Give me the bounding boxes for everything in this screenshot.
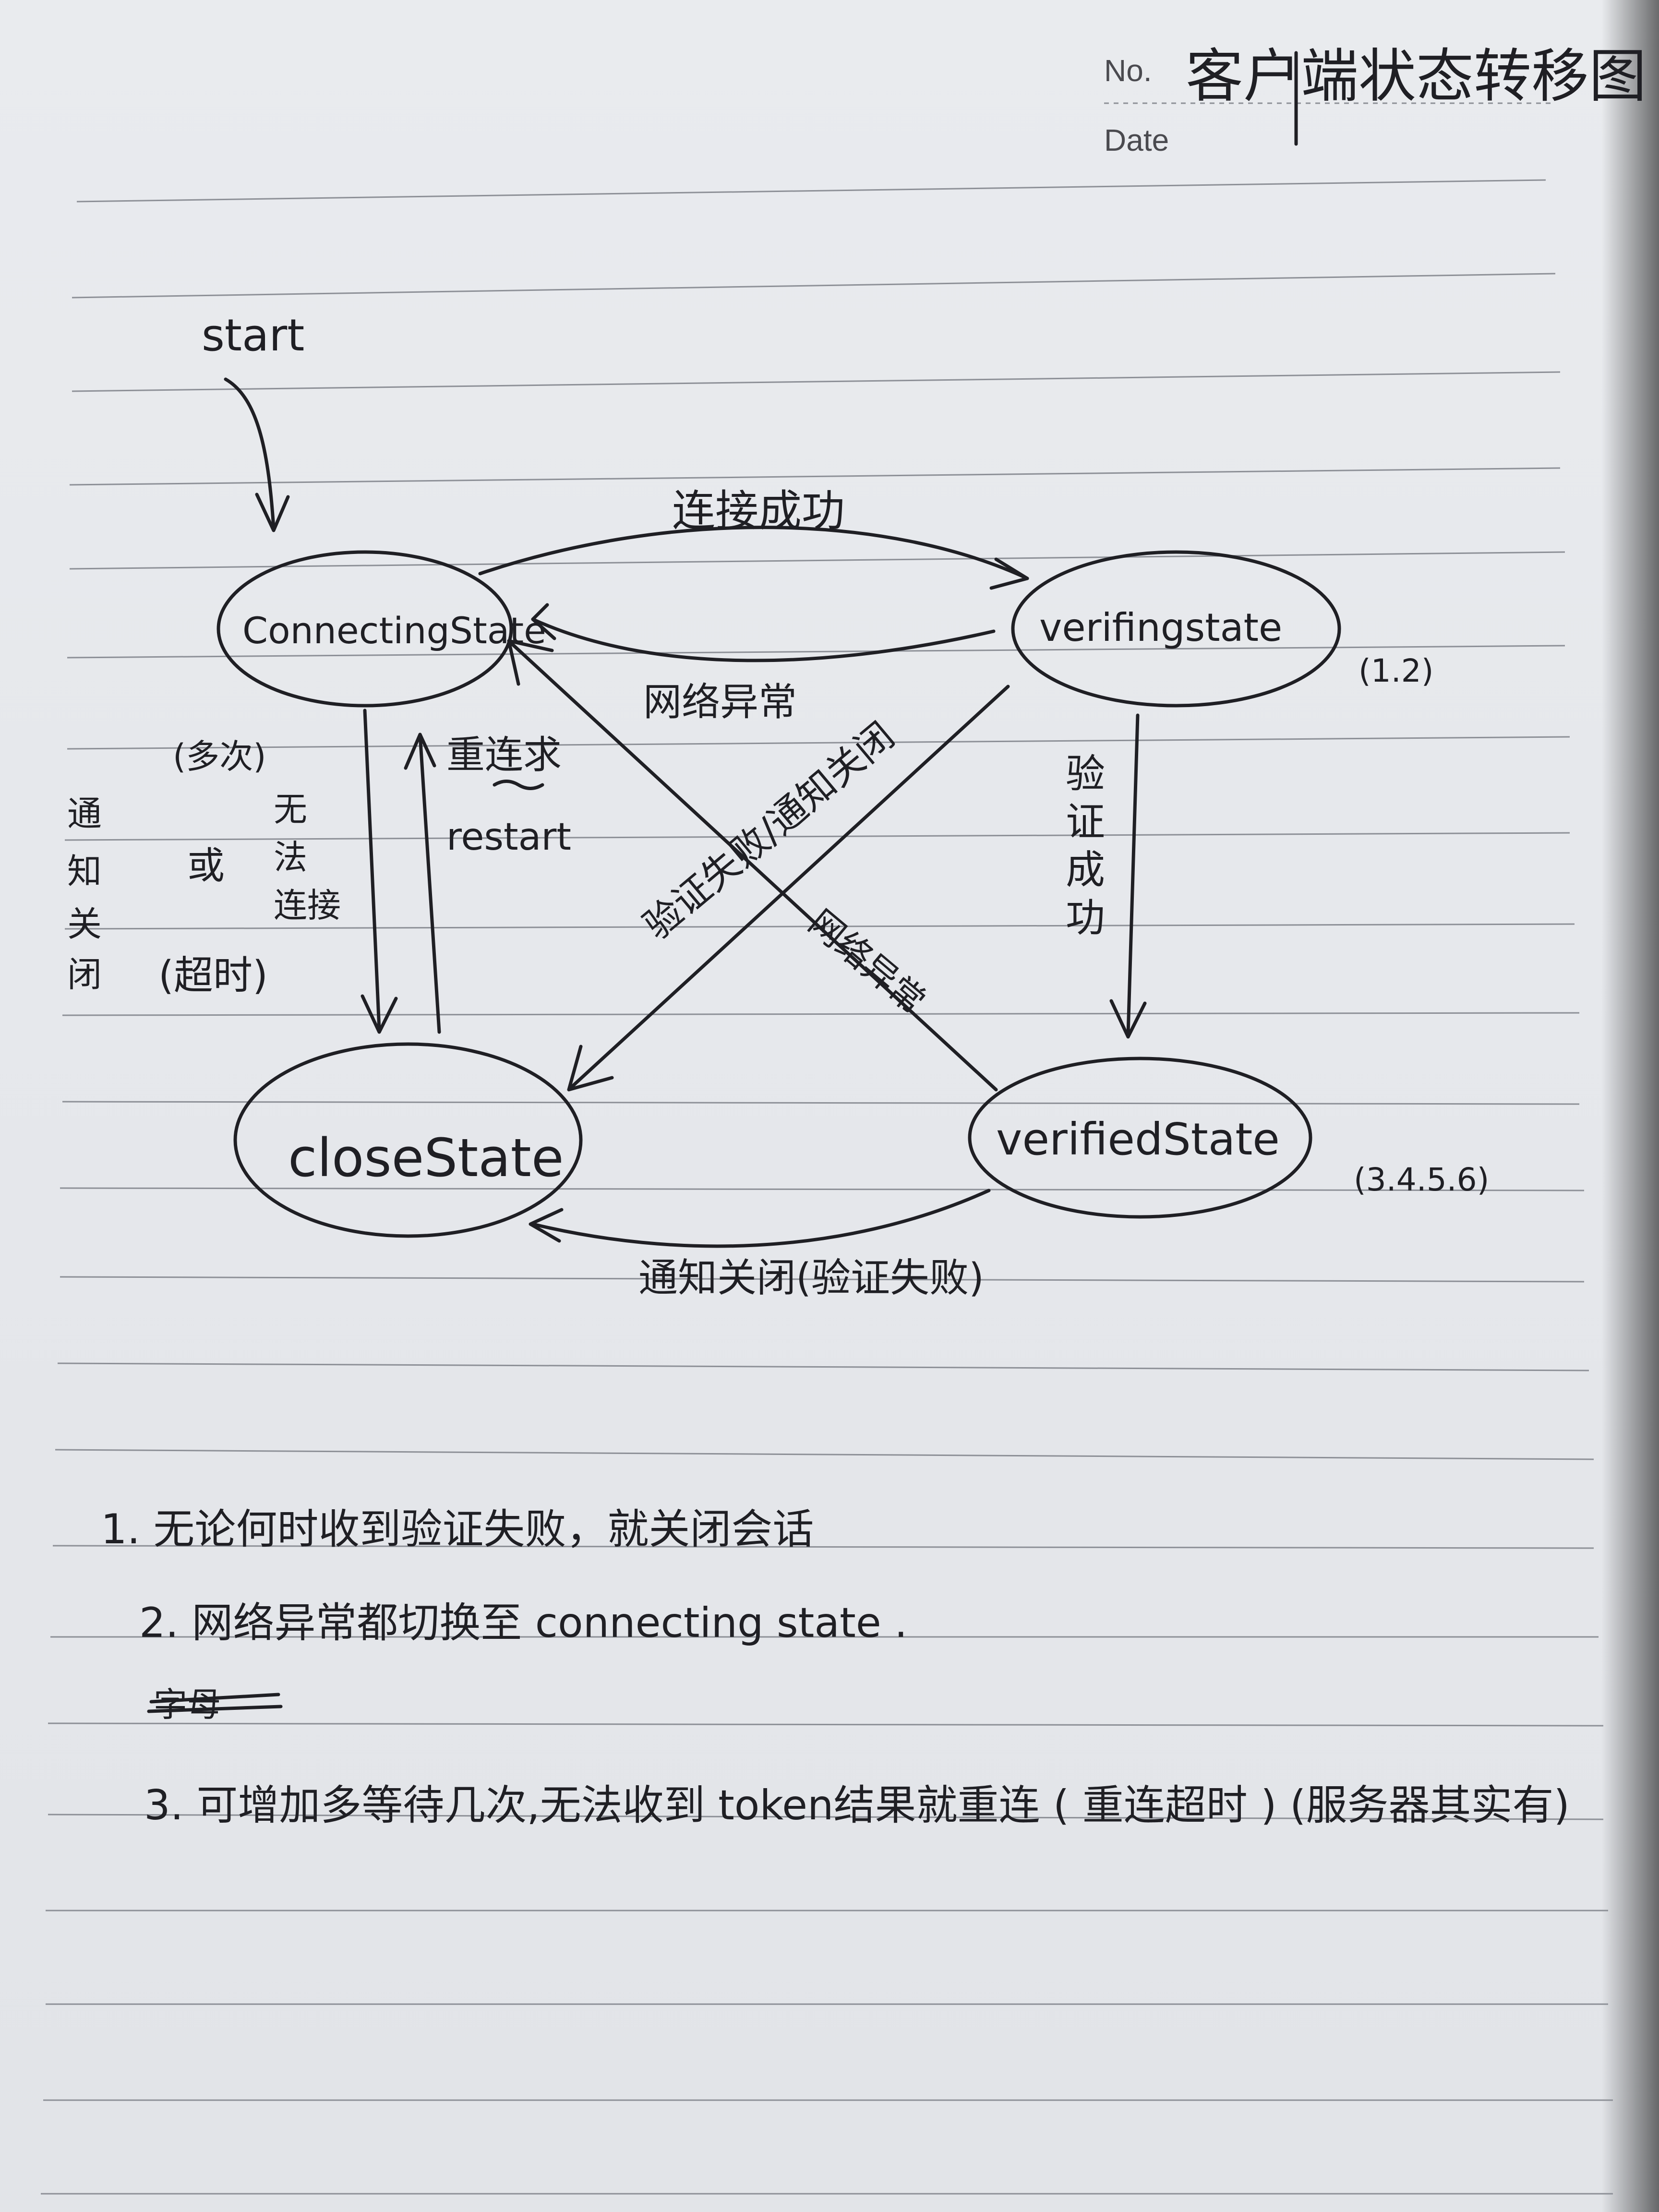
ruled-line	[69, 467, 1561, 486]
cannot-connect-label: 无 法 连接	[274, 790, 341, 925]
connecting-to-close-arrowhead	[361, 994, 398, 1034]
network-error-top-arrowhead	[531, 603, 556, 640]
verified-state-ellipse	[968, 1057, 1312, 1219]
ruled-line	[57, 1362, 1589, 1371]
network-error-top-label: 网络异常	[643, 680, 797, 724]
timeout-label: (超时)	[158, 953, 268, 998]
verify-success-label: 验 证 成 功	[1066, 751, 1118, 941]
ruled-line	[67, 736, 1570, 750]
network-error-diag-arrowhead	[507, 639, 554, 686]
verified-state-label: verifiedState	[996, 1114, 1280, 1165]
verifying-state-note: (1.2)	[1358, 652, 1433, 689]
verify-success-char: 功	[1066, 895, 1105, 941]
notify-close-bottom-arrow	[531, 1189, 991, 1248]
retry-label: 重连求	[446, 733, 562, 777]
note-3: 3. 可增加多等待几次,无法收到 token结果就重连 ( 重连超时 ) (服务…	[144, 1781, 1570, 1829]
verifying-state-label: verifingstate	[1039, 605, 1282, 650]
notify-close-bottom-arrowhead	[529, 1208, 564, 1243]
verify-success-char: 验	[1066, 751, 1105, 797]
note-1: 1. 无论何时收到验证失败，就关闭会话	[101, 1505, 814, 1553]
retry-underline	[493, 780, 544, 790]
ruled-line	[60, 1187, 1585, 1191]
network-error-diag-label: 网络异常	[801, 902, 933, 1022]
verify-fail-notify-close-label: 验证失败/通知关闭	[636, 714, 902, 948]
multiple-times-label: (多次)	[173, 737, 266, 776]
close-state-ellipse	[233, 1042, 583, 1238]
no-label: No.	[1104, 53, 1152, 88]
ruled-line	[60, 1276, 1585, 1283]
note-2-crossed-out: 字母	[154, 1685, 221, 1724]
connecting-state-label: ConnectingState	[242, 609, 546, 652]
restart-label: restart	[446, 816, 571, 859]
notify-close-char: 闭	[67, 954, 102, 995]
notify-close-char: 知	[67, 851, 102, 891]
ruled-line	[52, 1545, 1594, 1549]
connect-success-label: 连接成功	[672, 486, 845, 536]
restart-arrow	[418, 733, 441, 1034]
ruled-line	[62, 1012, 1580, 1016]
verified-state-note: (3.4.5.6)	[1354, 1161, 1489, 1198]
start-arrow	[224, 377, 276, 530]
start-arrowhead	[255, 493, 290, 532]
ruled-line	[48, 1814, 1604, 1820]
ruled-line	[55, 1449, 1594, 1460]
cannot-connect-char: 连接	[274, 886, 341, 925]
ruled-line	[76, 179, 1546, 203]
ruled-line	[62, 1101, 1580, 1105]
page-edge-shadow	[1601, 0, 1659, 2212]
strike-through	[147, 1705, 283, 1713]
page-title: 客户端状态转移图	[1186, 43, 1647, 110]
restart-arrowhead	[404, 733, 436, 770]
ruled-line	[64, 832, 1570, 841]
close-state-label: closeState	[288, 1127, 564, 1189]
verifying-state-ellipse	[1011, 550, 1341, 708]
ruled-line	[48, 1722, 1604, 1727]
network-error-diag-arrow	[509, 641, 998, 1092]
ruled-line	[67, 645, 1565, 659]
date-label: Date	[1104, 123, 1169, 157]
ruled-line	[69, 551, 1565, 570]
or-label: 或	[187, 844, 225, 888]
verify-success-char: 证	[1066, 799, 1105, 845]
notify-close-verify-fail-label: 通知关闭(验证失败)	[638, 1255, 984, 1301]
ruled-line	[72, 273, 1556, 299]
ruled-line	[72, 371, 1561, 392]
connecting-state-ellipse	[216, 550, 513, 708]
verify-fail-arrow	[569, 685, 1010, 1089]
ruled-lines	[41, 102, 1613, 2195]
verify-fail-arrowhead	[567, 1045, 614, 1092]
cannot-connect-char: 无	[274, 790, 307, 829]
connecting-to-close-arrow	[363, 709, 381, 1032]
notify-close-char: 通	[67, 793, 102, 834]
verify-success-char: 成	[1066, 847, 1105, 893]
connect-success-arrowhead	[989, 557, 1029, 590]
connect-success-arrow	[478, 526, 1029, 580]
cannot-connect-char: 法	[274, 838, 307, 877]
note-2: 2. 网络异常都切换至 connecting state .	[139, 1599, 907, 1647]
notify-close-char: 关	[67, 904, 102, 944]
verify-success-arrowhead	[1109, 999, 1147, 1039]
verify-success-arrow	[1126, 713, 1140, 1036]
notify-close-left-label: 通 知 关 闭	[67, 793, 113, 995]
start-label: start	[202, 310, 304, 361]
network-error-top-arrow	[531, 617, 996, 662]
strike-through	[149, 1693, 280, 1704]
